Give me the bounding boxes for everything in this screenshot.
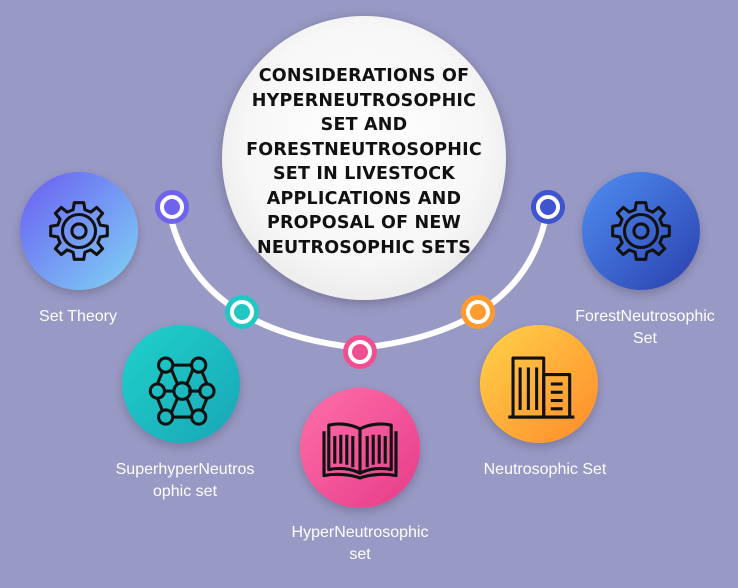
connector-dot-set-theory xyxy=(155,190,189,224)
label-forestneutrosophic-set: ForestNeutrosophic Set xyxy=(560,306,730,350)
label-line: Set xyxy=(632,330,657,347)
node-superhyperneutrosophic xyxy=(122,325,240,443)
title-circle xyxy=(222,16,506,300)
title-line: FORESTNEUTROSOPHIC xyxy=(246,139,482,160)
connector-dot-forestneutrosophic xyxy=(531,190,565,224)
gear-icon xyxy=(611,201,671,261)
buildings-icon xyxy=(508,356,575,419)
title-line: SET AND xyxy=(320,115,408,135)
node-neutrosophic-set xyxy=(480,325,598,443)
connector-dot-superhyperneutrosophic xyxy=(225,295,259,329)
node-forestneutrosophic-set xyxy=(582,172,700,290)
connector-dot-neutrosophic xyxy=(461,295,495,329)
connector-dot-hyperneutrosophic xyxy=(343,335,377,369)
label-superhyperneutrosophic: SuperhyperNeutros ophic set xyxy=(100,459,270,503)
label-hyperneutrosophic: HyperNeutrosophic set xyxy=(275,522,445,566)
title-line: APPLICATIONS AND xyxy=(266,188,462,209)
label-set-theory: Set Theory xyxy=(8,306,148,328)
gear-icon xyxy=(49,201,109,261)
title-line: HYPERNEUTROSOPHIC xyxy=(251,90,477,111)
node-hyperneutrosophic xyxy=(300,388,420,508)
title-line: PROPOSAL OF NEW xyxy=(266,213,462,233)
diagram-title: CONSIDERATIONS OF HYPERNEUTROSOPHIC SET … xyxy=(232,64,496,260)
title-line: CONSIDERATIONS OF xyxy=(258,66,470,86)
node-set-theory xyxy=(20,172,138,290)
label-line: ophic set xyxy=(152,483,218,500)
label-line: HyperNeutrosophic xyxy=(291,524,429,541)
label-line: Set Theory xyxy=(39,308,117,325)
label-line: Neutrosophic Set xyxy=(483,461,607,478)
label-line: SuperhyperNeutros xyxy=(115,461,255,478)
title-line: NEUTROSOPHIC SETS xyxy=(257,237,471,258)
book-icon xyxy=(322,422,398,480)
title-line: SET IN LIVESTOCK xyxy=(272,164,456,184)
label-line: ForestNeutrosophic xyxy=(575,308,715,325)
label-neutrosophic-set: Neutrosophic Set xyxy=(460,459,630,481)
network-icon xyxy=(148,356,216,426)
label-line: set xyxy=(349,546,371,563)
